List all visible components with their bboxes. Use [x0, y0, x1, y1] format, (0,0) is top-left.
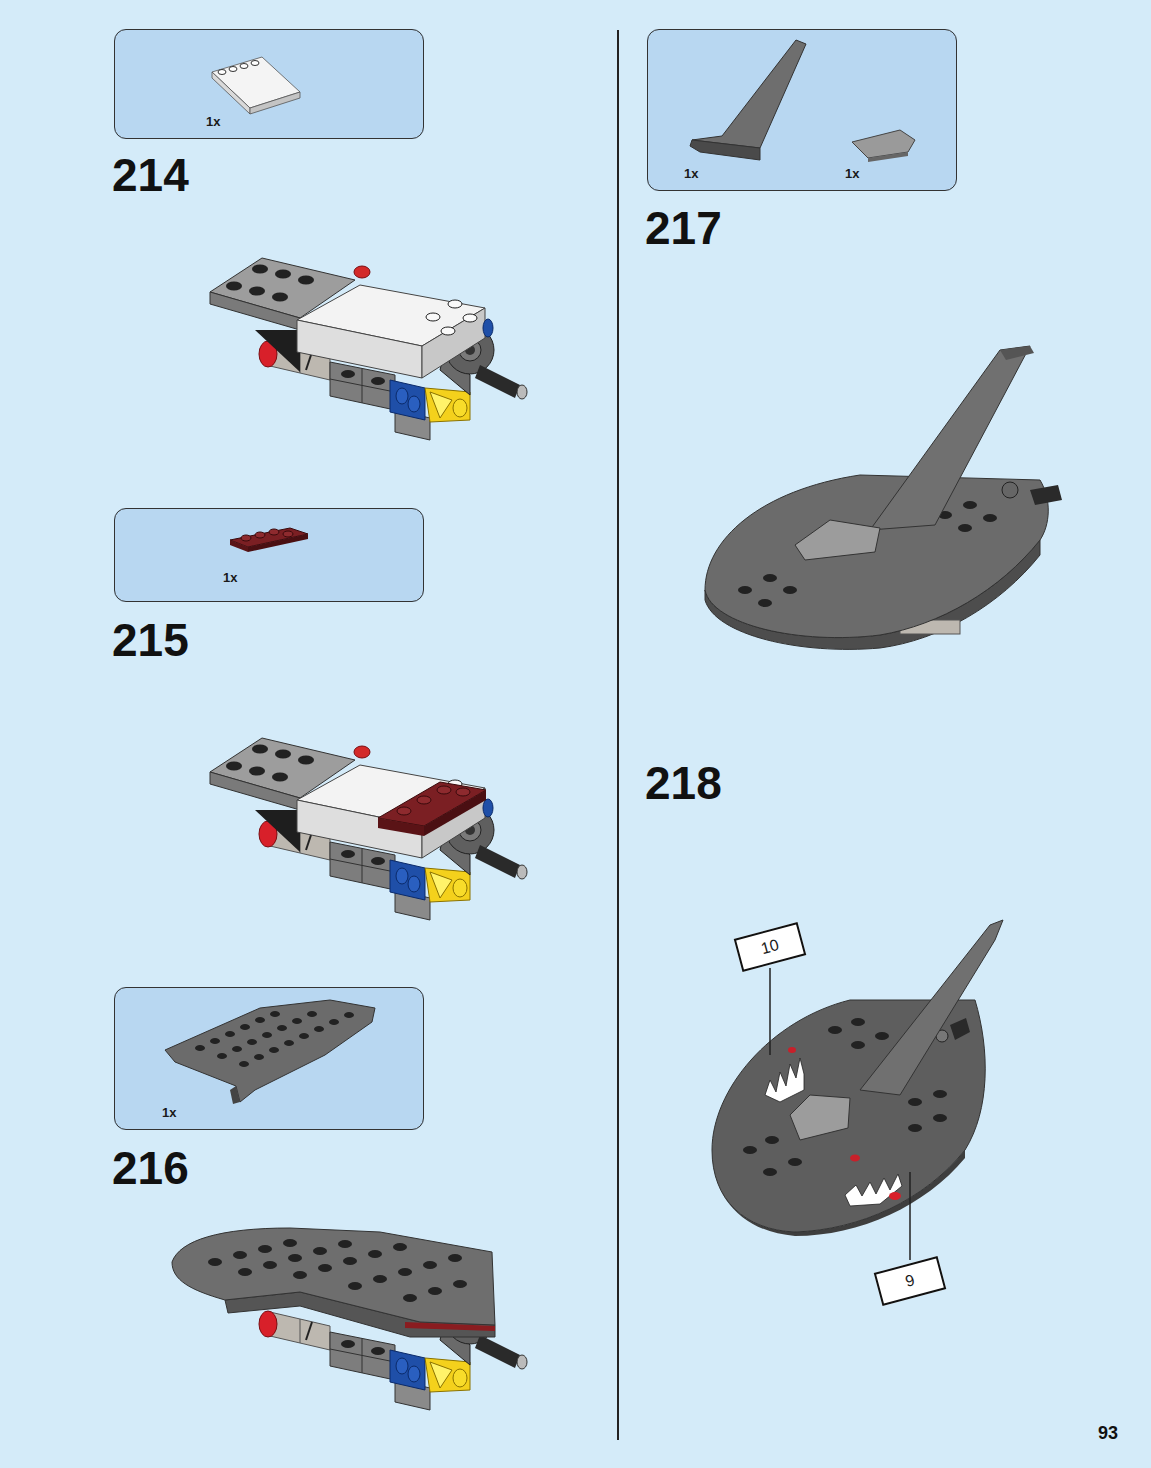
step-number: 215 [112, 617, 189, 663]
parts-callout: 1x [114, 29, 424, 139]
page-number: 93 [1098, 1424, 1118, 1442]
part-quantity: 1x [845, 167, 859, 180]
part-quantity: 1x [684, 167, 698, 180]
step-number: 217 [645, 205, 722, 251]
parts-callout: 1x 1x [647, 29, 957, 191]
part-quantity: 1x [206, 115, 220, 128]
sticker-number: 10 [759, 937, 780, 957]
step-number: 214 [112, 152, 189, 198]
step-number: 218 [645, 760, 722, 806]
sticker-number: 9 [904, 1272, 917, 1290]
part-quantity: 1x [162, 1106, 176, 1119]
parts-callout: 1x [114, 987, 424, 1130]
parts-callout: 1x [114, 508, 424, 602]
part-quantity: 1x [223, 571, 237, 584]
step-number: 216 [112, 1145, 189, 1191]
